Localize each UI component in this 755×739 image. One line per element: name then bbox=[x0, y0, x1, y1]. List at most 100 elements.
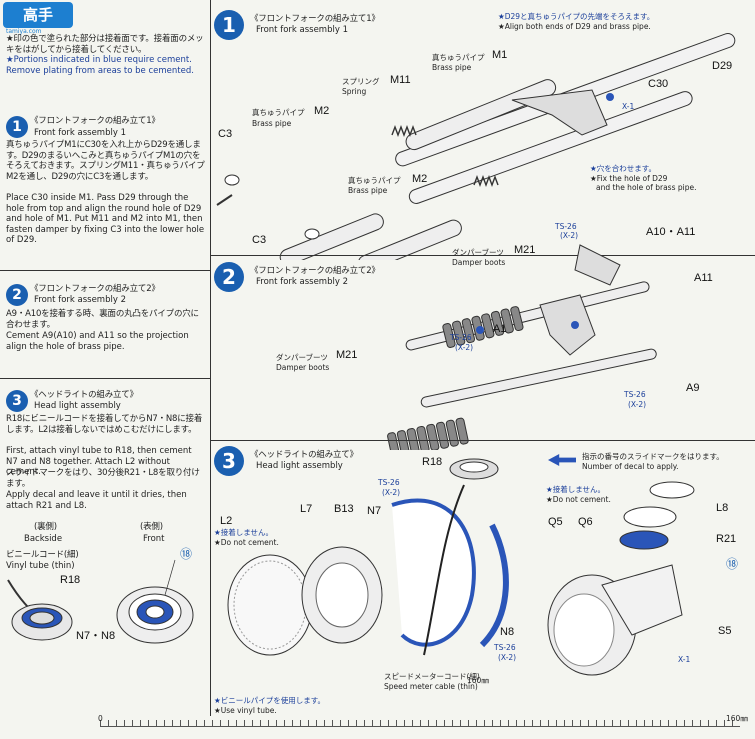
front-en: Front bbox=[143, 534, 165, 544]
l2-note-en: ★Do not cement. bbox=[214, 538, 279, 547]
damper-en: Damper boots bbox=[452, 258, 506, 267]
vinyl-en: Vinyl tube (thin) bbox=[6, 561, 75, 571]
fix-note-en1: ★Fix the hole of D29 bbox=[590, 174, 668, 183]
l8-label: L8 bbox=[716, 502, 729, 514]
x2-label: (X-2) bbox=[382, 488, 401, 497]
c30-label: C30 bbox=[648, 78, 669, 90]
cable-jp: スピードメーターコード(細) bbox=[384, 672, 480, 681]
fix-note-en2: and the hole of brass pipe. bbox=[596, 183, 697, 192]
m11-spring-jp: スプリング bbox=[342, 77, 380, 86]
decal-legend-en: Number of decal to apply. bbox=[582, 462, 679, 471]
r18-label: R18 bbox=[422, 456, 443, 468]
diagram-divider-2 bbox=[210, 440, 755, 441]
left-divider-1 bbox=[0, 270, 210, 271]
step-2-body-en: Cement A9(A10) and A11 so the projection… bbox=[6, 331, 189, 352]
ts26c-label: TS-26 bbox=[624, 390, 646, 399]
fork-assembly-1-drawing bbox=[216, 32, 736, 260]
step-3-decal-jp: スライドマークをはり、30分後R21・L8を取り付けます。 bbox=[6, 468, 200, 489]
x1-label-3: X-1 bbox=[678, 655, 691, 664]
diagram-2-title-en: Front fork assembly 2 bbox=[256, 277, 348, 287]
m2b-label: M2 bbox=[412, 173, 428, 185]
watermark-site: tamiya.com bbox=[6, 28, 42, 35]
diagram-2-title-jp: 《フロントフォークの組み立て2》 bbox=[250, 266, 380, 276]
backside-jp: (裏側) bbox=[34, 522, 57, 532]
diagram-3-badge: 3 bbox=[214, 446, 244, 476]
step-3-title-jp: 《ヘッドライトの組み立て》 bbox=[30, 390, 138, 400]
m1-brass-jp: 真ちゅうパイプ bbox=[432, 53, 485, 62]
diagram-3-title-en: Head light assembly bbox=[256, 461, 343, 471]
a10a11-label: A10・A11 bbox=[646, 226, 696, 238]
ruler-ticks bbox=[100, 720, 740, 726]
length-ruler bbox=[100, 716, 740, 727]
decal-18-left: ⑱ bbox=[180, 547, 193, 561]
m1-brass-en: Brass pipe bbox=[432, 63, 472, 72]
front-jp: (表側) bbox=[140, 522, 163, 532]
damper-part: M21 bbox=[514, 244, 536, 256]
n7-label: N7 bbox=[367, 505, 382, 517]
label-r18-left: R18 bbox=[60, 574, 81, 586]
diagram-1-align-note-en: ★Align both ends of D29 and brass pipe. bbox=[498, 22, 651, 31]
step-3-title-en: Head light assembly bbox=[34, 401, 121, 411]
ts26b-label: TS-26 bbox=[450, 333, 472, 342]
l2-label: L2 bbox=[220, 515, 233, 527]
a11-label: A11 bbox=[694, 272, 713, 284]
r21-label: R21 bbox=[716, 533, 737, 545]
x2c-label: (X-2) bbox=[628, 400, 647, 409]
n8-label: N8 bbox=[500, 626, 515, 638]
m1-label: M1 bbox=[492, 49, 508, 61]
c3b-label: C3 bbox=[252, 234, 267, 246]
step-2-body-jp: A9・A10を接着する時、裏面の丸凸をパイプの穴に合わせます。 bbox=[6, 309, 199, 330]
q5-label: Q5 bbox=[548, 516, 563, 528]
l7-label: L7 bbox=[300, 503, 313, 515]
step-3-body-jp: R18にビニールコードを接着してからN7・N8に接着します。L2は接着しないでは… bbox=[6, 414, 203, 435]
q6-label: Q6 bbox=[578, 516, 593, 528]
x2b-label: (X-2) bbox=[498, 653, 517, 662]
watermark-logo-text: 高手 bbox=[22, 6, 53, 24]
diagram-1-badge: 1 bbox=[214, 10, 244, 40]
m2b-brass-jp: 真ちゅうパイプ bbox=[348, 176, 401, 185]
ts26a-label: TS-26 bbox=[555, 222, 577, 231]
b13-label: B13 bbox=[334, 503, 354, 515]
vinyl-jp: ビニールコード(細) bbox=[6, 550, 79, 560]
ts26b-label: TS-26 bbox=[494, 643, 516, 652]
step-3-badge: 3 bbox=[6, 390, 28, 412]
diagram-1-title-en: Front fork assembly 1 bbox=[256, 25, 348, 35]
diagram-divider-1 bbox=[210, 255, 755, 256]
s5-label: S5 bbox=[718, 625, 732, 637]
left-divider-2 bbox=[0, 378, 210, 379]
ruler-start: 0 bbox=[98, 714, 103, 723]
diagram-3-title-jp: 《ヘッドライトの組み立て》 bbox=[250, 450, 358, 460]
nc-note-en: ★Do not cement. bbox=[546, 495, 611, 504]
vinyl-note-en: ★Use vinyl tube. bbox=[214, 706, 277, 715]
backside-en: Backside bbox=[24, 534, 63, 544]
cable-len: 160㎜ bbox=[467, 676, 489, 685]
m11-label: M11 bbox=[390, 74, 411, 86]
m11-spring-en: Spring bbox=[342, 87, 367, 96]
step-2-title-jp: 《フロントフォークの組み立て2》 bbox=[30, 284, 160, 294]
damper2-en: Damper boots bbox=[276, 363, 330, 372]
x1-label: X-1 bbox=[622, 102, 635, 111]
fix-note-jp: ★穴を合わせます。 bbox=[590, 164, 656, 173]
l2-note-jp: ★接着しません。 bbox=[214, 528, 273, 537]
diagram-1-align-note-jp: ★D29と真ちゅうパイプの先端をそろえます。 bbox=[498, 12, 655, 21]
step-1-body-jp: 真ちゅうパイプM1にC30を入れ上からD29を通します。D29のまるいへこみと真… bbox=[6, 140, 205, 182]
intro-en: ★Portions indicated in blue require ceme… bbox=[6, 55, 194, 76]
m2-label: M2 bbox=[314, 105, 330, 117]
damper-jp: ダンパーブーツ bbox=[452, 248, 504, 257]
c3a-label: C3 bbox=[218, 128, 233, 140]
fork-assembly-2-drawing bbox=[387, 244, 657, 450]
step-2-title-en: Front fork assembly 2 bbox=[34, 295, 126, 305]
watermark-logo: 高手 bbox=[3, 2, 73, 28]
diagram-1-title-jp: 《フロントフォークの組み立て1》 bbox=[250, 14, 380, 24]
ts26-label: TS-26 bbox=[378, 478, 400, 487]
step-2-badge: 2 bbox=[6, 284, 28, 306]
step-3-body-en: First, attach vinyl tube to R18, then ce… bbox=[6, 446, 192, 477]
vinyl-note-jp: ★ビニールパイプを使用します。 bbox=[214, 696, 325, 705]
step-3-decal-en: Apply decal and leave it until it dries,… bbox=[6, 490, 187, 511]
d29-label: D29 bbox=[712, 60, 733, 72]
x2a-label: (X-2) bbox=[560, 231, 579, 240]
intro-jp: ★印の色で塗られた部分は接着面です。接着面のメッキをはがしてから接着してください… bbox=[6, 34, 204, 55]
cable-en: Speed meter cable (thin) bbox=[384, 682, 478, 691]
decal-legend-jp: 指示の番号のスライドマークをはります。 bbox=[582, 452, 724, 461]
a1-label: A1 bbox=[493, 323, 507, 335]
